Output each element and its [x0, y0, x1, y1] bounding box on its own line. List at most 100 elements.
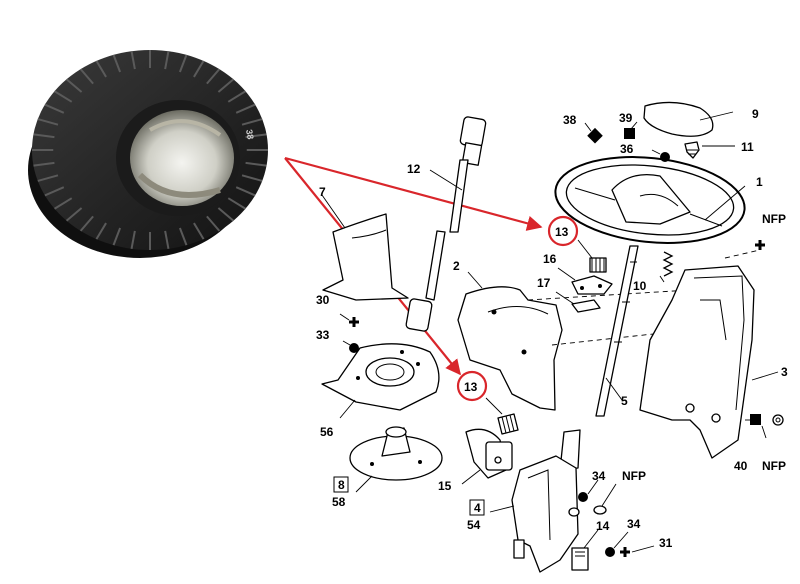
dot-symbol-34-upper — [578, 492, 588, 502]
callout-16: 16 — [543, 252, 557, 266]
dot-symbol-36 — [660, 152, 670, 162]
part-4-54-column-housing — [489, 429, 581, 573]
callout-13-upper: 13 — [555, 225, 569, 239]
part-2-lower-shroud — [457, 271, 563, 411]
part-13-upper-bushing — [577, 239, 607, 273]
callout-9: 9 — [752, 107, 759, 121]
callout-58: 58 — [332, 495, 346, 509]
bushing-ridge — [178, 54, 188, 73]
square-symbol-40 — [750, 414, 761, 425]
cross-symbol-nfp — [755, 240, 765, 250]
bushing-ridge — [79, 68, 94, 85]
arrow-to-upper-13 — [284, 156, 543, 231]
part-1-steering-wheel — [554, 156, 746, 244]
bushing-ridge — [54, 90, 73, 103]
bushing-ridge — [130, 230, 136, 249]
bushing-ridge — [65, 78, 83, 93]
part-15-coupling — [461, 428, 513, 485]
bushing-ridge — [217, 78, 235, 93]
highlight-circle-lower — [456, 370, 488, 402]
bushing-ridge — [37, 118, 59, 126]
callout-15: 15 — [438, 479, 452, 493]
symbol-leaders — [339, 121, 767, 553]
fastener-symbols — [349, 127, 765, 557]
callout-39: 39 — [619, 111, 633, 125]
bushing-ridge — [65, 207, 83, 222]
part-10-spring — [659, 251, 674, 283]
square-symbol-38 — [587, 127, 603, 144]
bushing-ridge — [245, 161, 267, 167]
part-16-lock-ring — [557, 267, 613, 295]
callout-31: 31 — [659, 536, 673, 550]
bushing-ridge — [241, 174, 263, 182]
bushing-ridge — [130, 51, 136, 70]
callout-12: 12 — [407, 162, 421, 176]
callout-34-upper: 34 — [592, 469, 606, 483]
bushing-ridge — [178, 227, 188, 246]
bushing-ridge — [54, 197, 73, 210]
callout-34-lower: 34 — [627, 517, 641, 531]
callout-4-box — [469, 499, 485, 516]
part-13-lower-bushing — [485, 397, 519, 435]
bushing-ridge — [37, 174, 59, 182]
bushing-ridge — [235, 186, 256, 197]
bushing-ridge — [235, 103, 256, 114]
part-7-boot — [321, 194, 409, 301]
callout-7: 7 — [319, 185, 326, 199]
washers — [568, 414, 784, 517]
bushing-ridge — [95, 60, 107, 78]
bushing-ridge — [164, 230, 170, 249]
callout-40: 40 — [734, 459, 748, 473]
bushing-ridge — [33, 133, 55, 139]
bushing-ridge — [206, 68, 221, 85]
bushing-ridges — [32, 50, 268, 250]
bushing-ridge — [112, 54, 122, 73]
callout-4: 4 — [474, 501, 481, 515]
callout-8: 8 — [338, 478, 345, 492]
bushing-ridge — [44, 186, 65, 197]
bushing-ridge — [206, 215, 221, 232]
bushing-ridge — [44, 103, 65, 114]
dot-symbol-34-lower — [605, 547, 615, 557]
callout-labels: 9 38 39 36 11 12 1 7 NFP 2 16 17 10 30 3… — [316, 107, 788, 550]
part-5-steering-shaft — [595, 245, 639, 417]
part-9-horn-pad — [643, 101, 734, 137]
cross-symbol-30 — [349, 317, 359, 327]
callout-36: 36 — [620, 142, 634, 156]
part-11-clip — [684, 141, 735, 159]
callout-38: 38 — [563, 113, 577, 127]
part-12-intermediate-shaft — [405, 116, 487, 332]
bushing-ridge — [33, 161, 55, 167]
square-symbol-39 — [624, 128, 635, 139]
callout-11: 11 — [741, 140, 754, 154]
bushing-ridge — [79, 215, 94, 232]
alignment-lines — [527, 249, 761, 346]
dot-symbol-33 — [349, 343, 359, 353]
bushing-ridge — [164, 51, 170, 70]
bushing-ridge — [217, 207, 235, 222]
callout-54: 54 — [467, 518, 481, 532]
bushing-ridge — [227, 90, 246, 103]
bushing-ridge — [193, 60, 205, 78]
callout-10: 10 — [633, 279, 647, 293]
callout-nfp-upper: NFP — [762, 212, 786, 226]
callout-17: 17 — [537, 276, 551, 290]
bushing-ridge — [193, 222, 205, 240]
part-17-clip — [555, 291, 601, 313]
bushing-ridge — [245, 133, 267, 139]
photo-stamp: 38 — [244, 129, 256, 141]
part-14-bracket — [571, 529, 599, 571]
bushing-photo: 38 — [20, 45, 290, 270]
callout-3: 3 — [781, 365, 788, 379]
callout-56: 56 — [320, 425, 334, 439]
bushing-ridge — [227, 197, 246, 210]
part-56-mounting-plate — [321, 343, 440, 419]
bushing-ridge — [112, 227, 122, 246]
callout-33: 33 — [316, 328, 330, 342]
callout-30: 30 — [316, 293, 330, 307]
callout-14: 14 — [596, 519, 610, 533]
callout-5: 5 — [621, 394, 628, 408]
callout-nfp-lower: NFP — [622, 469, 646, 483]
bushing-ridge — [241, 118, 263, 126]
